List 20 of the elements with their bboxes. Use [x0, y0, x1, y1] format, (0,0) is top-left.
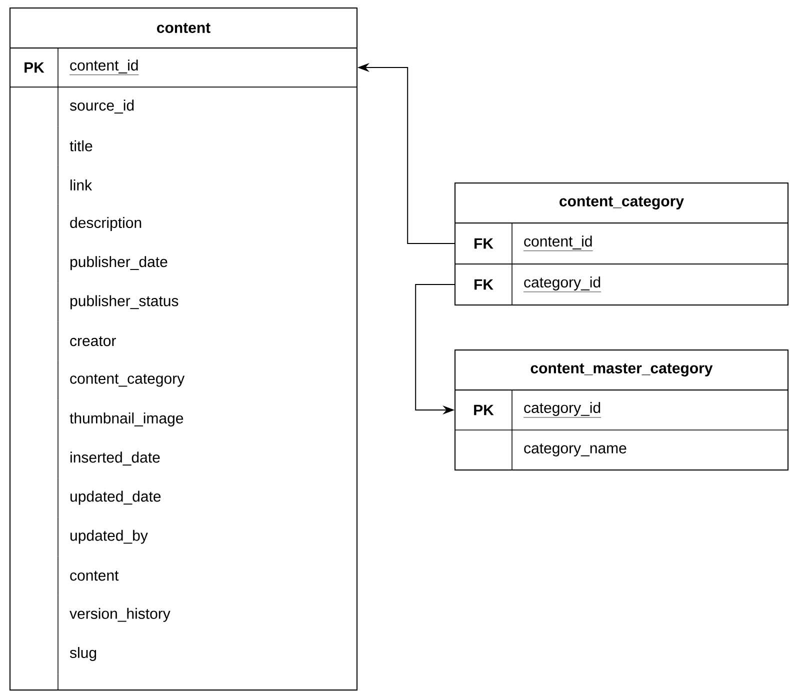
- table-row: creator: [58, 321, 116, 362]
- table-row: publisher_status: [58, 282, 178, 322]
- table-row: updated_by: [58, 516, 148, 557]
- table-row: FK content_id: [454, 222, 788, 264]
- table-row: category_name: [512, 430, 626, 470]
- table-row: link: [58, 164, 92, 205]
- table-row: updated_date: [58, 478, 161, 518]
- table-row: inserted_date: [58, 438, 160, 478]
- table-row: slug: [58, 634, 96, 674]
- table-row: content: [58, 556, 119, 596]
- table-row: PK category_id: [454, 390, 788, 430]
- table-row: publisher_date: [58, 243, 168, 283]
- table-row: source_id: [58, 86, 134, 127]
- table-row: version_history: [58, 595, 170, 635]
- table-row: PK content_id: [10, 48, 358, 88]
- table-row: content_category: [58, 360, 185, 400]
- table-row: FK category_id: [454, 264, 788, 306]
- table-row: title: [58, 126, 92, 166]
- table-row: thumbnail_image: [58, 400, 184, 440]
- table-row: description: [58, 204, 142, 244]
